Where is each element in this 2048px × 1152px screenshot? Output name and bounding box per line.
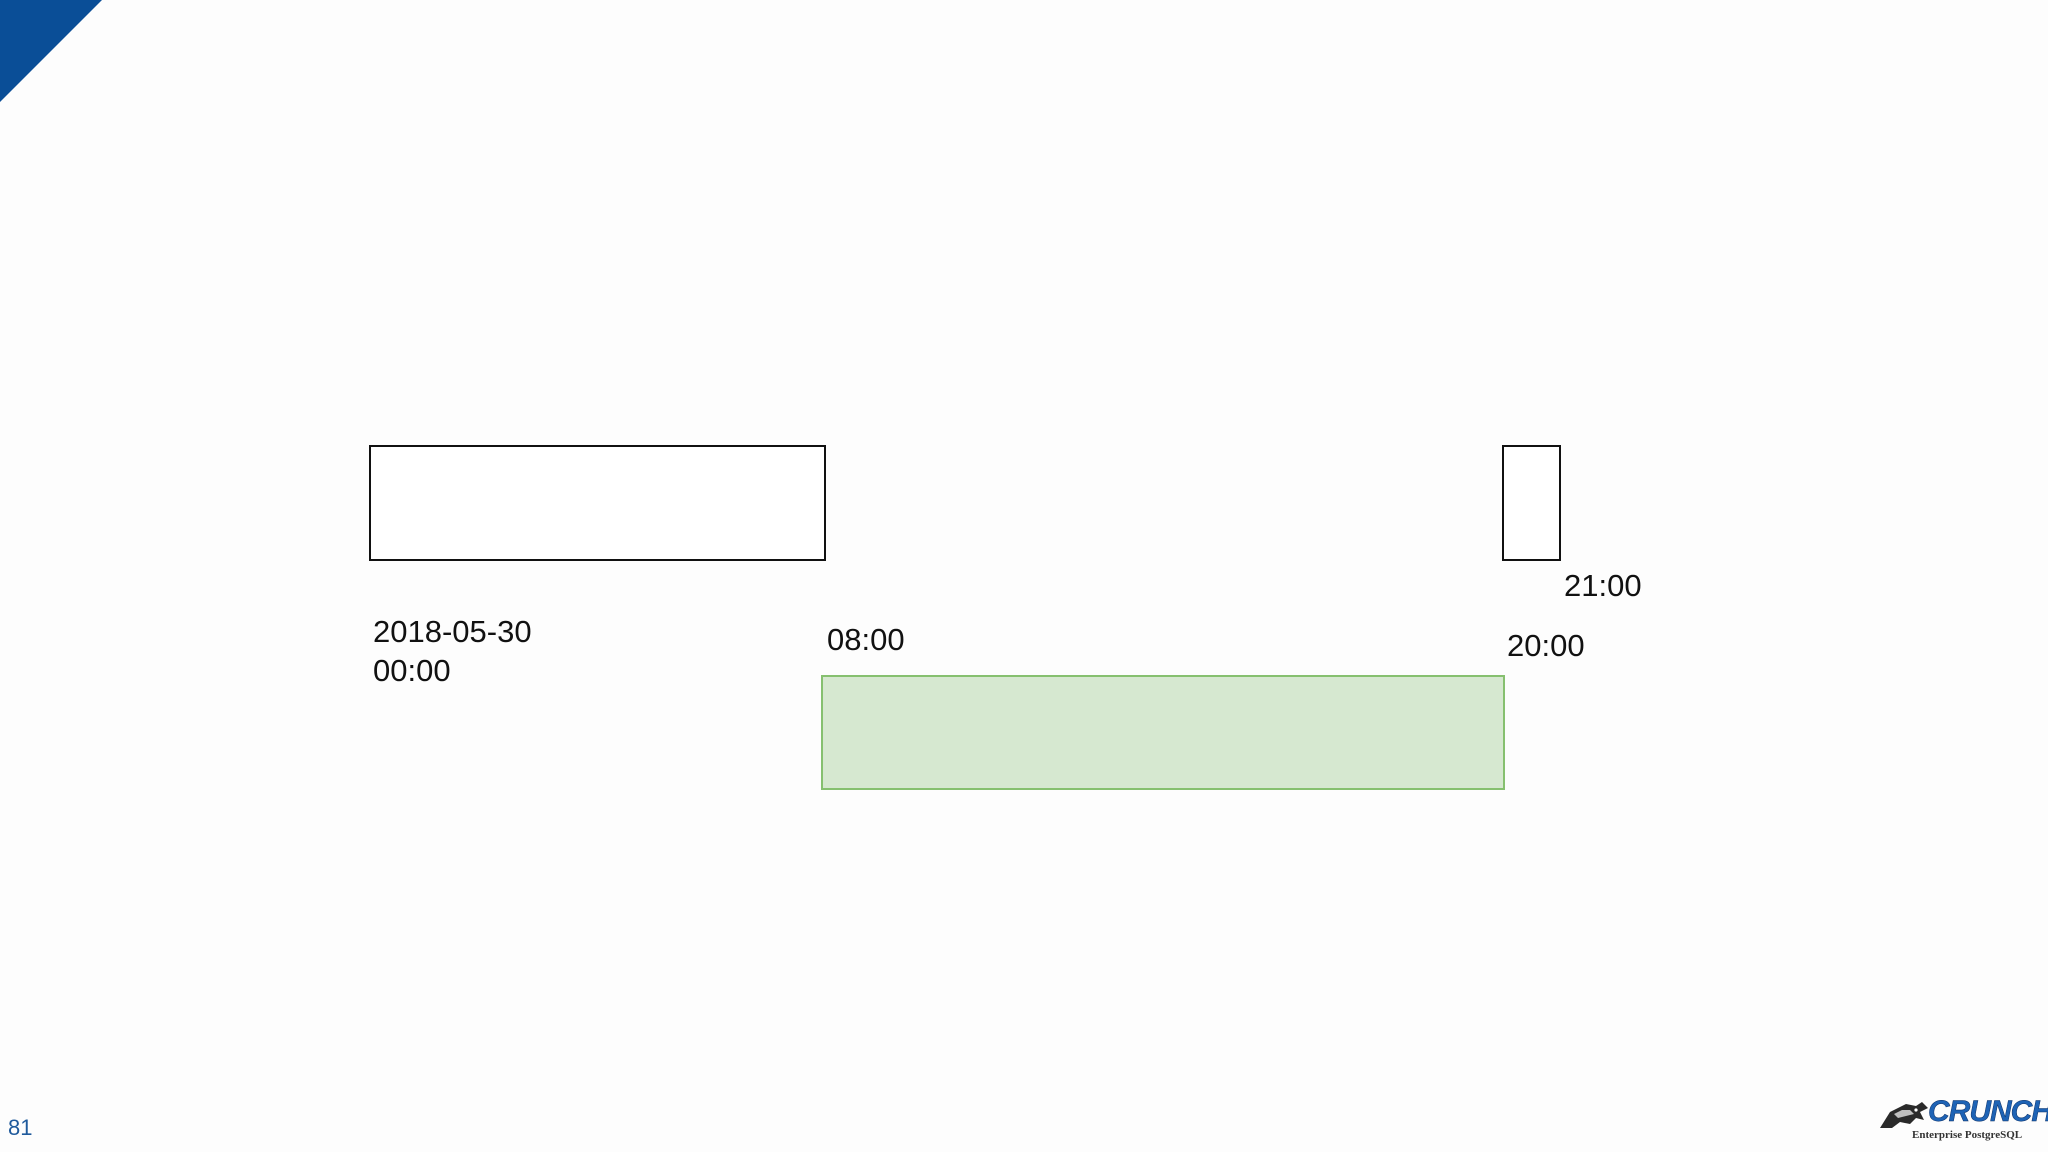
time-label-2100: 21:00 <box>1564 568 1642 603</box>
crunchy-logo: CRUNCHY Enterprise PostgreSQL <box>1876 1092 2048 1148</box>
logo-wordmark: CRUNCHY <box>1928 1095 2048 1128</box>
start-date-text: 2018-05-30 <box>373 614 532 649</box>
interval-box-end <box>1502 445 1561 561</box>
crunchy-elephant-logo-icon <box>1880 1102 1928 1128</box>
highlighted-interval-box <box>821 675 1505 790</box>
corner-accent <box>0 0 102 102</box>
time-label-2000: 20:00 <box>1507 628 1585 663</box>
logo-tagline: Enterprise PostgreSQL <box>1912 1129 2023 1141</box>
start-time-text: 00:00 <box>373 653 451 688</box>
time-label-0800: 08:00 <box>827 622 905 657</box>
interval-box-start <box>369 445 826 561</box>
slide-number: 81 <box>8 1115 33 1140</box>
start-datetime-label: 2018-05-30 00:00 <box>373 612 532 690</box>
